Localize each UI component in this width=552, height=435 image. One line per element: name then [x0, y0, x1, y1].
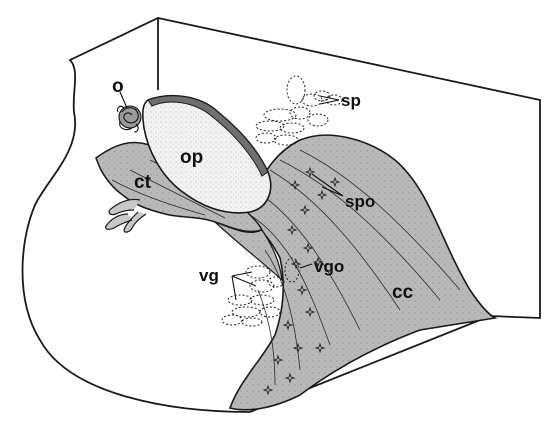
label-vgo: vgo [314, 257, 344, 276]
label-ct: ct [134, 172, 152, 193]
label-op: op [180, 147, 203, 168]
label-sp: sp [341, 91, 361, 110]
label-o: o [112, 76, 124, 97]
label-cc: cc [392, 282, 414, 303]
label-vg: vg [199, 266, 219, 285]
label-spo: spo [345, 192, 375, 211]
